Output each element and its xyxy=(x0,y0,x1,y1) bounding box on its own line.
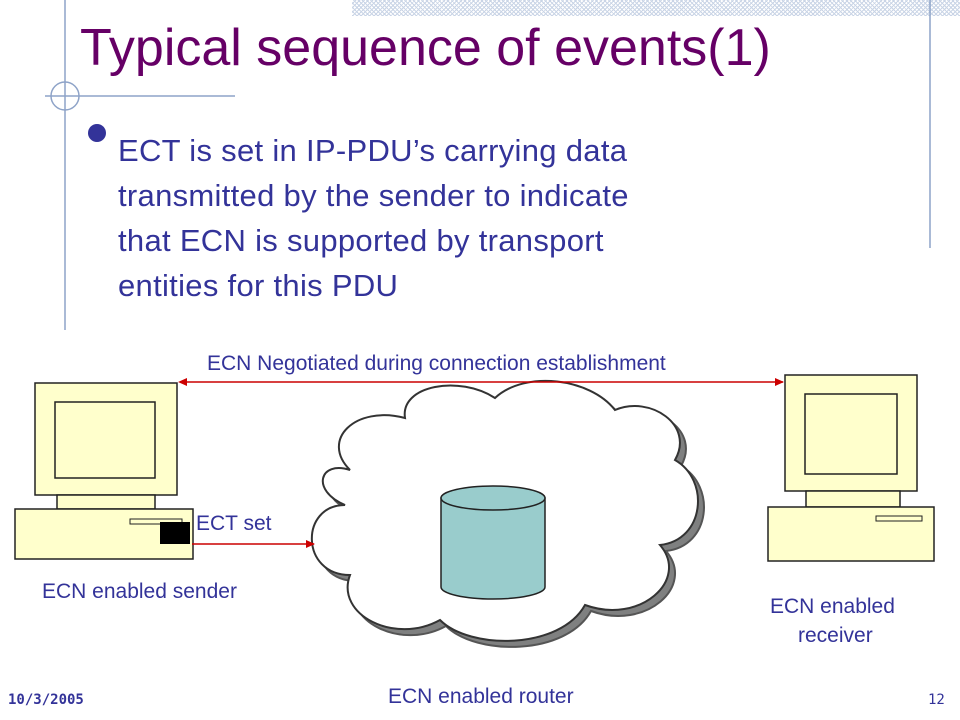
bullet-highlight: ECT xyxy=(118,133,181,168)
router-label: ECN enabled router xyxy=(388,685,574,708)
guide-circle xyxy=(50,81,80,111)
negotiation-label: ECN Negotiated during connection establi… xyxy=(207,352,666,375)
bullet-line-3: that ECN is supported by transport xyxy=(118,223,604,258)
bullet-line-4: entities for this PDU xyxy=(118,268,399,303)
router-database-icon xyxy=(440,485,546,600)
header-stripe xyxy=(352,0,960,16)
ect-label: ECT set xyxy=(196,512,272,535)
sender-computer-icon xyxy=(14,382,194,560)
bullet-dot xyxy=(88,124,106,142)
receiver-computer-icon xyxy=(767,374,935,562)
sender-label: ECN enabled sender xyxy=(42,580,237,603)
slide-title: Typical sequence of events(1) xyxy=(80,19,771,77)
ect-packet-marker xyxy=(160,522,190,544)
bullet-line-2: transmitted by the sender to indicate xyxy=(118,178,629,213)
footer-date: 10/3/2005 xyxy=(8,692,84,708)
receiver-label-line2: receiver xyxy=(798,624,873,647)
receiver-label-line1: ECN enabled xyxy=(770,595,895,618)
bullet-text: ECT is set in IP-PDU’s carrying data tran… xyxy=(118,128,778,308)
bullet-line-1: is set in IP-PDU’s carrying data xyxy=(180,133,628,168)
page-number: 12 xyxy=(928,692,945,708)
